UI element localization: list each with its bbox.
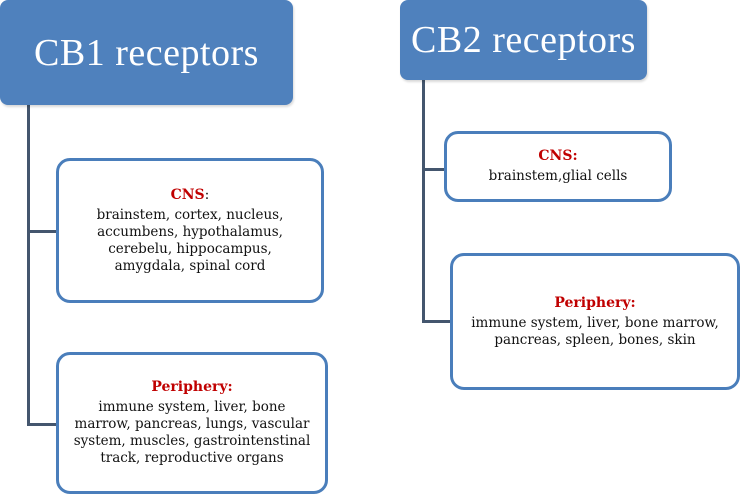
cb1-trunk-connector <box>27 105 30 426</box>
cb2-cns-heading: CNS: <box>538 148 578 164</box>
cb2-cns-branch-connector <box>422 168 446 171</box>
cb2-periphery-branch-connector <box>422 320 452 323</box>
cb1-periphery-box: Periphery: immune system, liver, bone ma… <box>56 352 328 494</box>
cb2-receptors-header: CB2 receptors <box>400 0 647 80</box>
cb1-cns-branch-connector <box>27 230 58 233</box>
cb1-periphery-locations: immune system, liver, bone marrow, pancr… <box>73 399 311 466</box>
cb2-cns-box: CNS: brainstem,glial cells <box>444 131 672 202</box>
cb1-cns-heading-label: CNS <box>170 186 205 203</box>
cb2-periphery-heading: Periphery: <box>554 294 636 311</box>
cb1-cns-heading: CNS: <box>171 187 210 203</box>
cb2-receptors-title: CB2 receptors <box>411 19 636 61</box>
cb2-trunk-connector <box>422 80 425 323</box>
cb1-periphery-heading: Periphery: <box>151 379 233 395</box>
cb2-cns-locations: brainstem,glial cells <box>488 168 628 184</box>
cb1-receptors-title: CB1 receptors <box>34 31 259 74</box>
cb1-periphery-branch-connector <box>27 423 58 426</box>
cb1-cns-locations: brainstem, cortex, nucleus, accumbens, h… <box>96 206 284 274</box>
cb2-periphery-locations: immune system, liver, bone marrow, pancr… <box>471 314 719 348</box>
cb2-periphery-box: Periphery: immune system, liver, bone ma… <box>450 253 740 390</box>
cb1-cns-heading-colon: : <box>204 186 210 203</box>
cb1-cns-box: CNS: brainstem, cortex, nucleus, accumbe… <box>56 158 324 303</box>
cb1-receptors-header: CB1 receptors <box>0 0 293 105</box>
